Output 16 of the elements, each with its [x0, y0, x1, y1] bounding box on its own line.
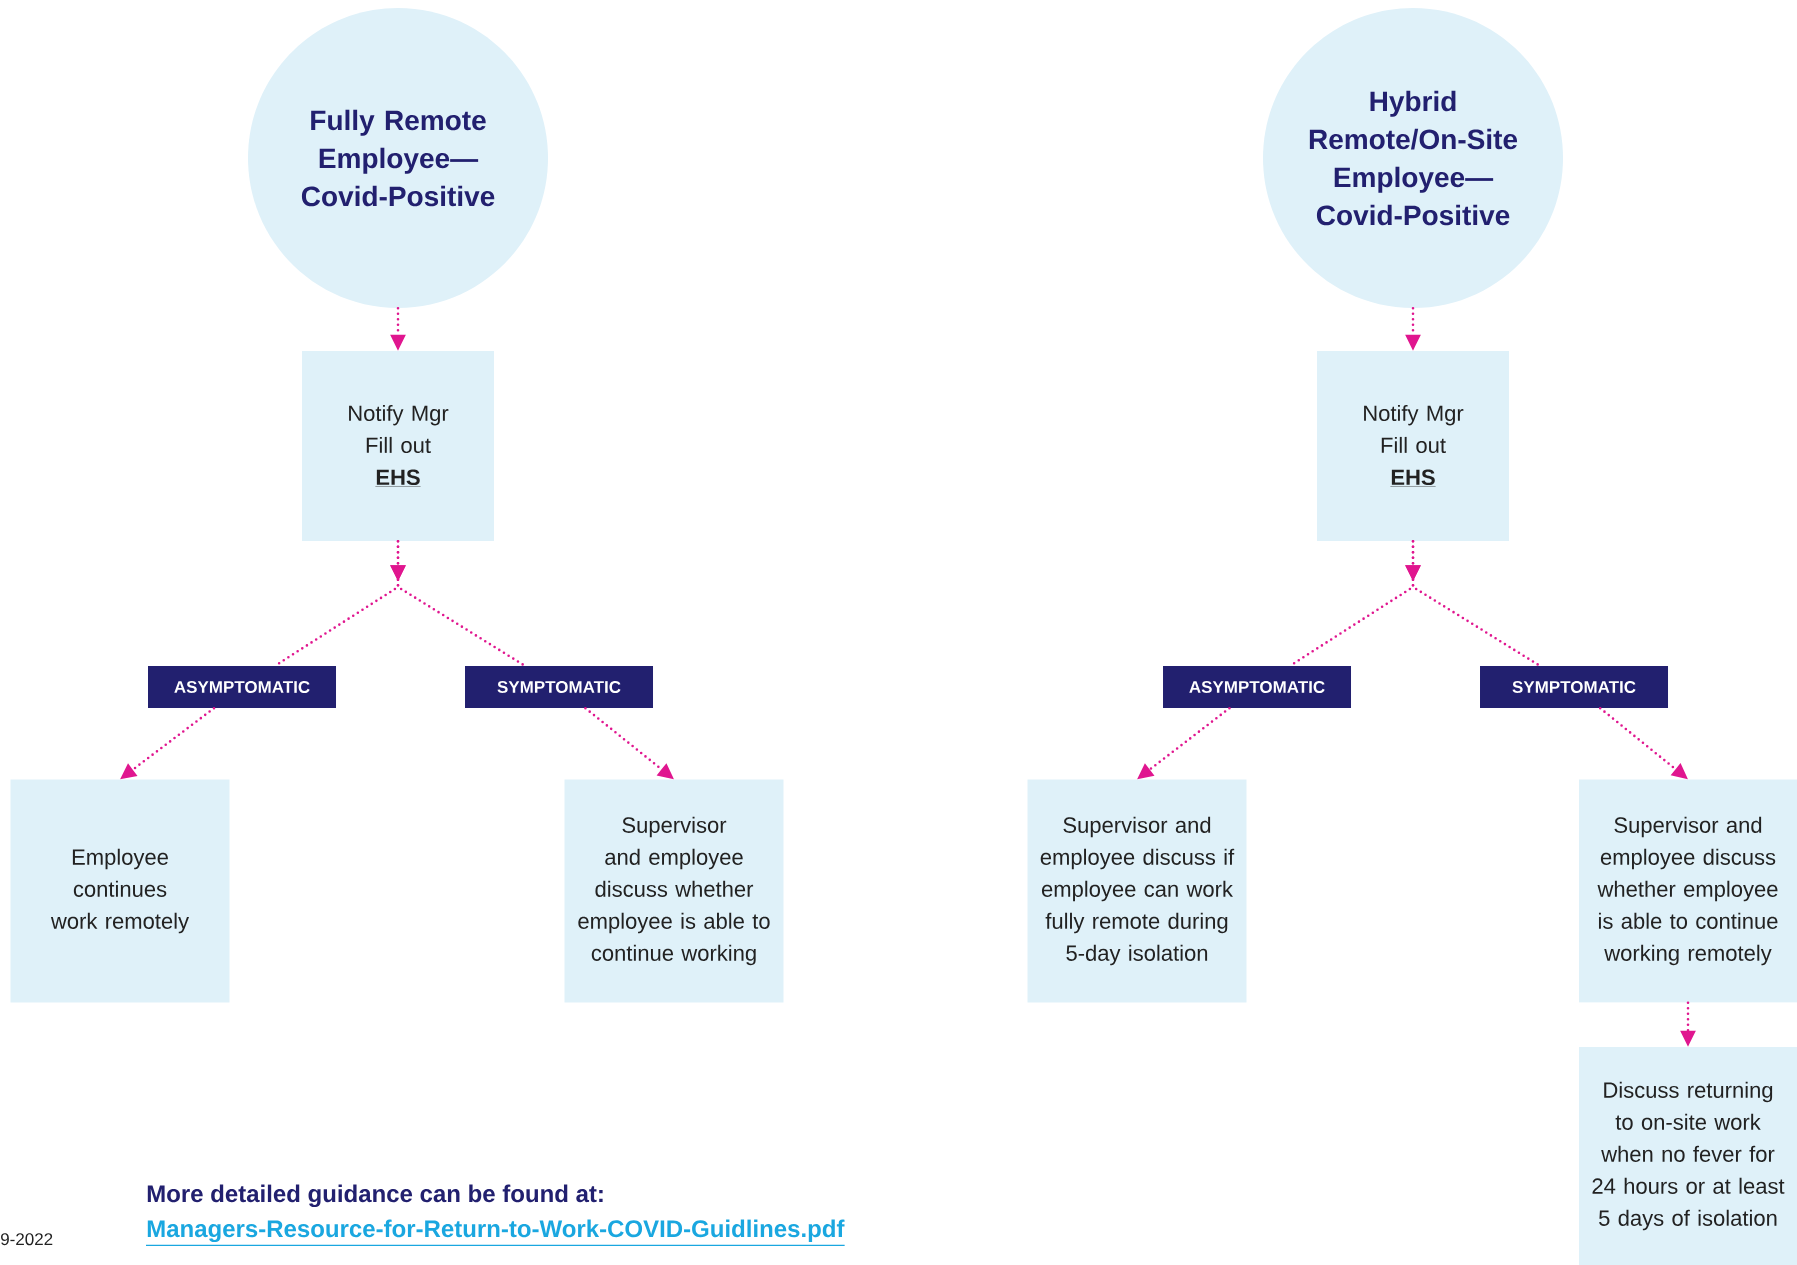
process-box: Employee continues work remotely [10, 779, 230, 1003]
process-box: Discuss returning to on-site work when no fever for 24 hours or at least 5 days of isolation [1579, 1047, 1797, 1265]
condition-tag: ASYMPTOMATIC [148, 666, 336, 708]
process-box: Notify Mgr Fill out EHS [1317, 351, 1509, 541]
condition-tag: ASYMPTOMATIC [1163, 666, 1351, 708]
link: Managers-Resource-for-Return-to-Work-COVID-Guidlines.pdf [145, 1219, 846, 1246]
note-text: More detailed guidance can be found at: [147, 1184, 603, 1208]
condition-tag: SYMPTOMATIC [1480, 666, 1668, 708]
process-box: Supervisor and employee discuss whether employee is able to continue working [564, 779, 784, 1003]
arrow [1405, 539, 1542, 668]
date-text: 9-2022 [1, 1233, 53, 1246]
process-box: Supervisor and employee discuss whether employee is able to continue working remotely [1579, 779, 1797, 1003]
process-box: Supervisor and employee discuss if employee can work fully remote during 5-day isolation [1027, 779, 1247, 1003]
condition-tag: SYMPTOMATIC [465, 666, 653, 708]
process-box: Notify Mgr Fill out EHS [302, 351, 494, 541]
arrow [390, 539, 527, 668]
